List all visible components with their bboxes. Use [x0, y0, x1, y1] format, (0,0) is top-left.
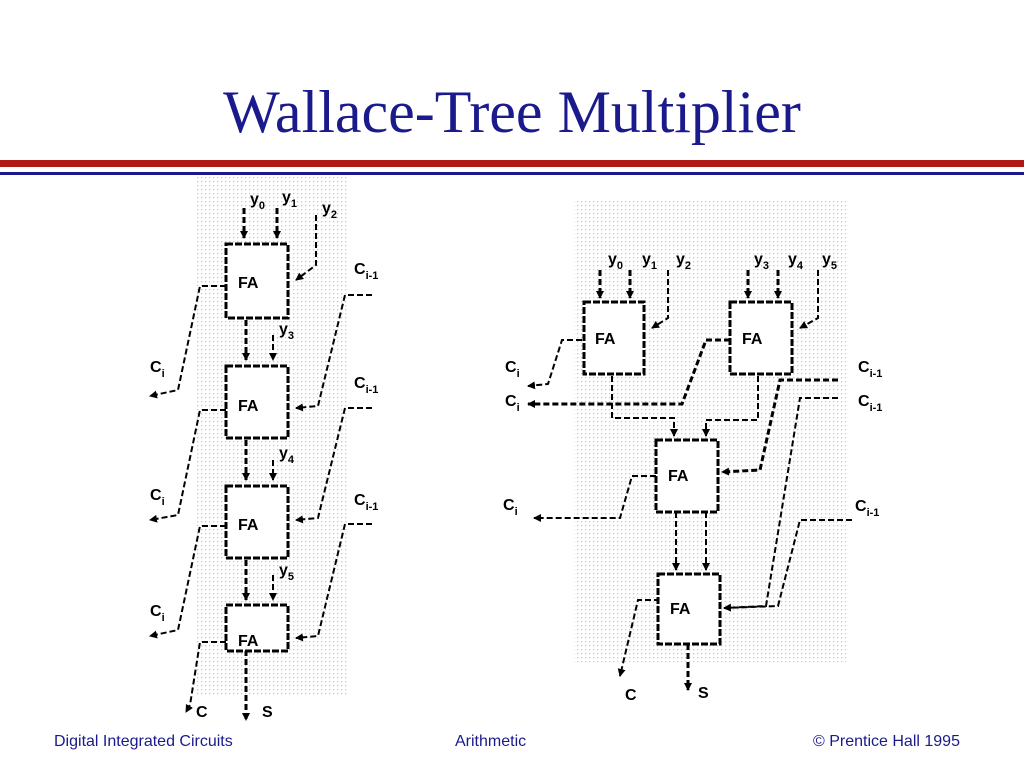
- right-input-labels: y0 y1 y2 y3 y4 y5: [608, 251, 837, 272]
- right-carry-labels: Ci Ci Ci Ci-1 Ci-1 Ci-1 C S: [503, 359, 882, 704]
- footer-center: Arithmetic: [455, 733, 527, 750]
- svg-text:Ci: Ci: [503, 497, 518, 518]
- tree-fa-middle: FA: [654, 438, 720, 514]
- svg-text:y1: y1: [282, 189, 297, 210]
- svg-text:y3: y3: [754, 251, 769, 272]
- fa-label: FA: [595, 331, 616, 348]
- svg-text:y3: y3: [279, 321, 294, 342]
- svg-text:Ci-1: Ci-1: [858, 359, 882, 380]
- left-fa-2: FA: [224, 364, 290, 440]
- svg-text:y2: y2: [676, 251, 691, 272]
- svg-text:Ci-1: Ci-1: [858, 393, 882, 414]
- output-sum-label: S: [262, 704, 273, 721]
- fa-label: FA: [238, 517, 259, 534]
- svg-text:y4: y4: [788, 251, 804, 272]
- fa-label: FA: [668, 468, 689, 485]
- svg-text:Ci-1: Ci-1: [855, 498, 879, 519]
- left-input-labels: y0 y1 y2 y3 y4 y5: [250, 189, 337, 583]
- fa-label: FA: [238, 633, 259, 650]
- svg-text:Ci: Ci: [505, 393, 520, 414]
- slide-title: Wallace-Tree Multiplier: [223, 79, 801, 145]
- left-fa-3: FA: [224, 484, 290, 560]
- left-fa-4: FA: [224, 603, 290, 653]
- svg-text:Ci-1: Ci-1: [354, 375, 378, 396]
- svg-text:y0: y0: [250, 191, 265, 212]
- title-rule-blue: [0, 172, 1024, 175]
- tree-fa-bottom: FA: [656, 572, 722, 646]
- fa-label: FA: [670, 601, 691, 618]
- left-fa-1: FA: [224, 242, 290, 320]
- svg-text:Ci: Ci: [150, 359, 165, 380]
- svg-text:y4: y4: [279, 445, 295, 466]
- svg-text:Ci: Ci: [150, 603, 165, 624]
- wallace-tree: FA FA FA FA y0 y1 y2 y3 y4 y5 Ci Ci Ci C…: [503, 200, 882, 704]
- svg-text:y1: y1: [642, 251, 657, 272]
- tree-output-carry-label: C: [625, 687, 637, 704]
- footer-right: © Prentice Hall 1995: [813, 733, 960, 750]
- left-carry-labels: Ci Ci Ci Ci-1 Ci-1 Ci-1 C S: [150, 261, 378, 721]
- svg-text:y5: y5: [279, 562, 294, 583]
- svg-text:y2: y2: [322, 200, 337, 221]
- cascaded-adder-chain: FA FA FA FA y0 y1 y2 y3 y4 y5 Ci Ci Ci C…: [149, 175, 378, 721]
- svg-text:y0: y0: [608, 251, 623, 272]
- output-carry-label: C: [196, 704, 208, 721]
- svg-text:y5: y5: [822, 251, 837, 272]
- fa-label: FA: [742, 331, 763, 348]
- svg-text:Ci: Ci: [505, 359, 520, 380]
- tree-output-sum-label: S: [698, 685, 709, 702]
- svg-text:Ci-1: Ci-1: [354, 492, 378, 513]
- fa-label: FA: [238, 275, 259, 292]
- fa-label: FA: [238, 398, 259, 415]
- svg-text:Ci-1: Ci-1: [354, 261, 378, 282]
- title-rule-red: [0, 160, 1024, 167]
- footer-left: Digital Integrated Circuits: [54, 733, 233, 750]
- tree-fa-top-right: FA: [728, 300, 794, 376]
- svg-text:Ci: Ci: [150, 487, 165, 508]
- tree-fa-top-left: FA: [582, 300, 646, 376]
